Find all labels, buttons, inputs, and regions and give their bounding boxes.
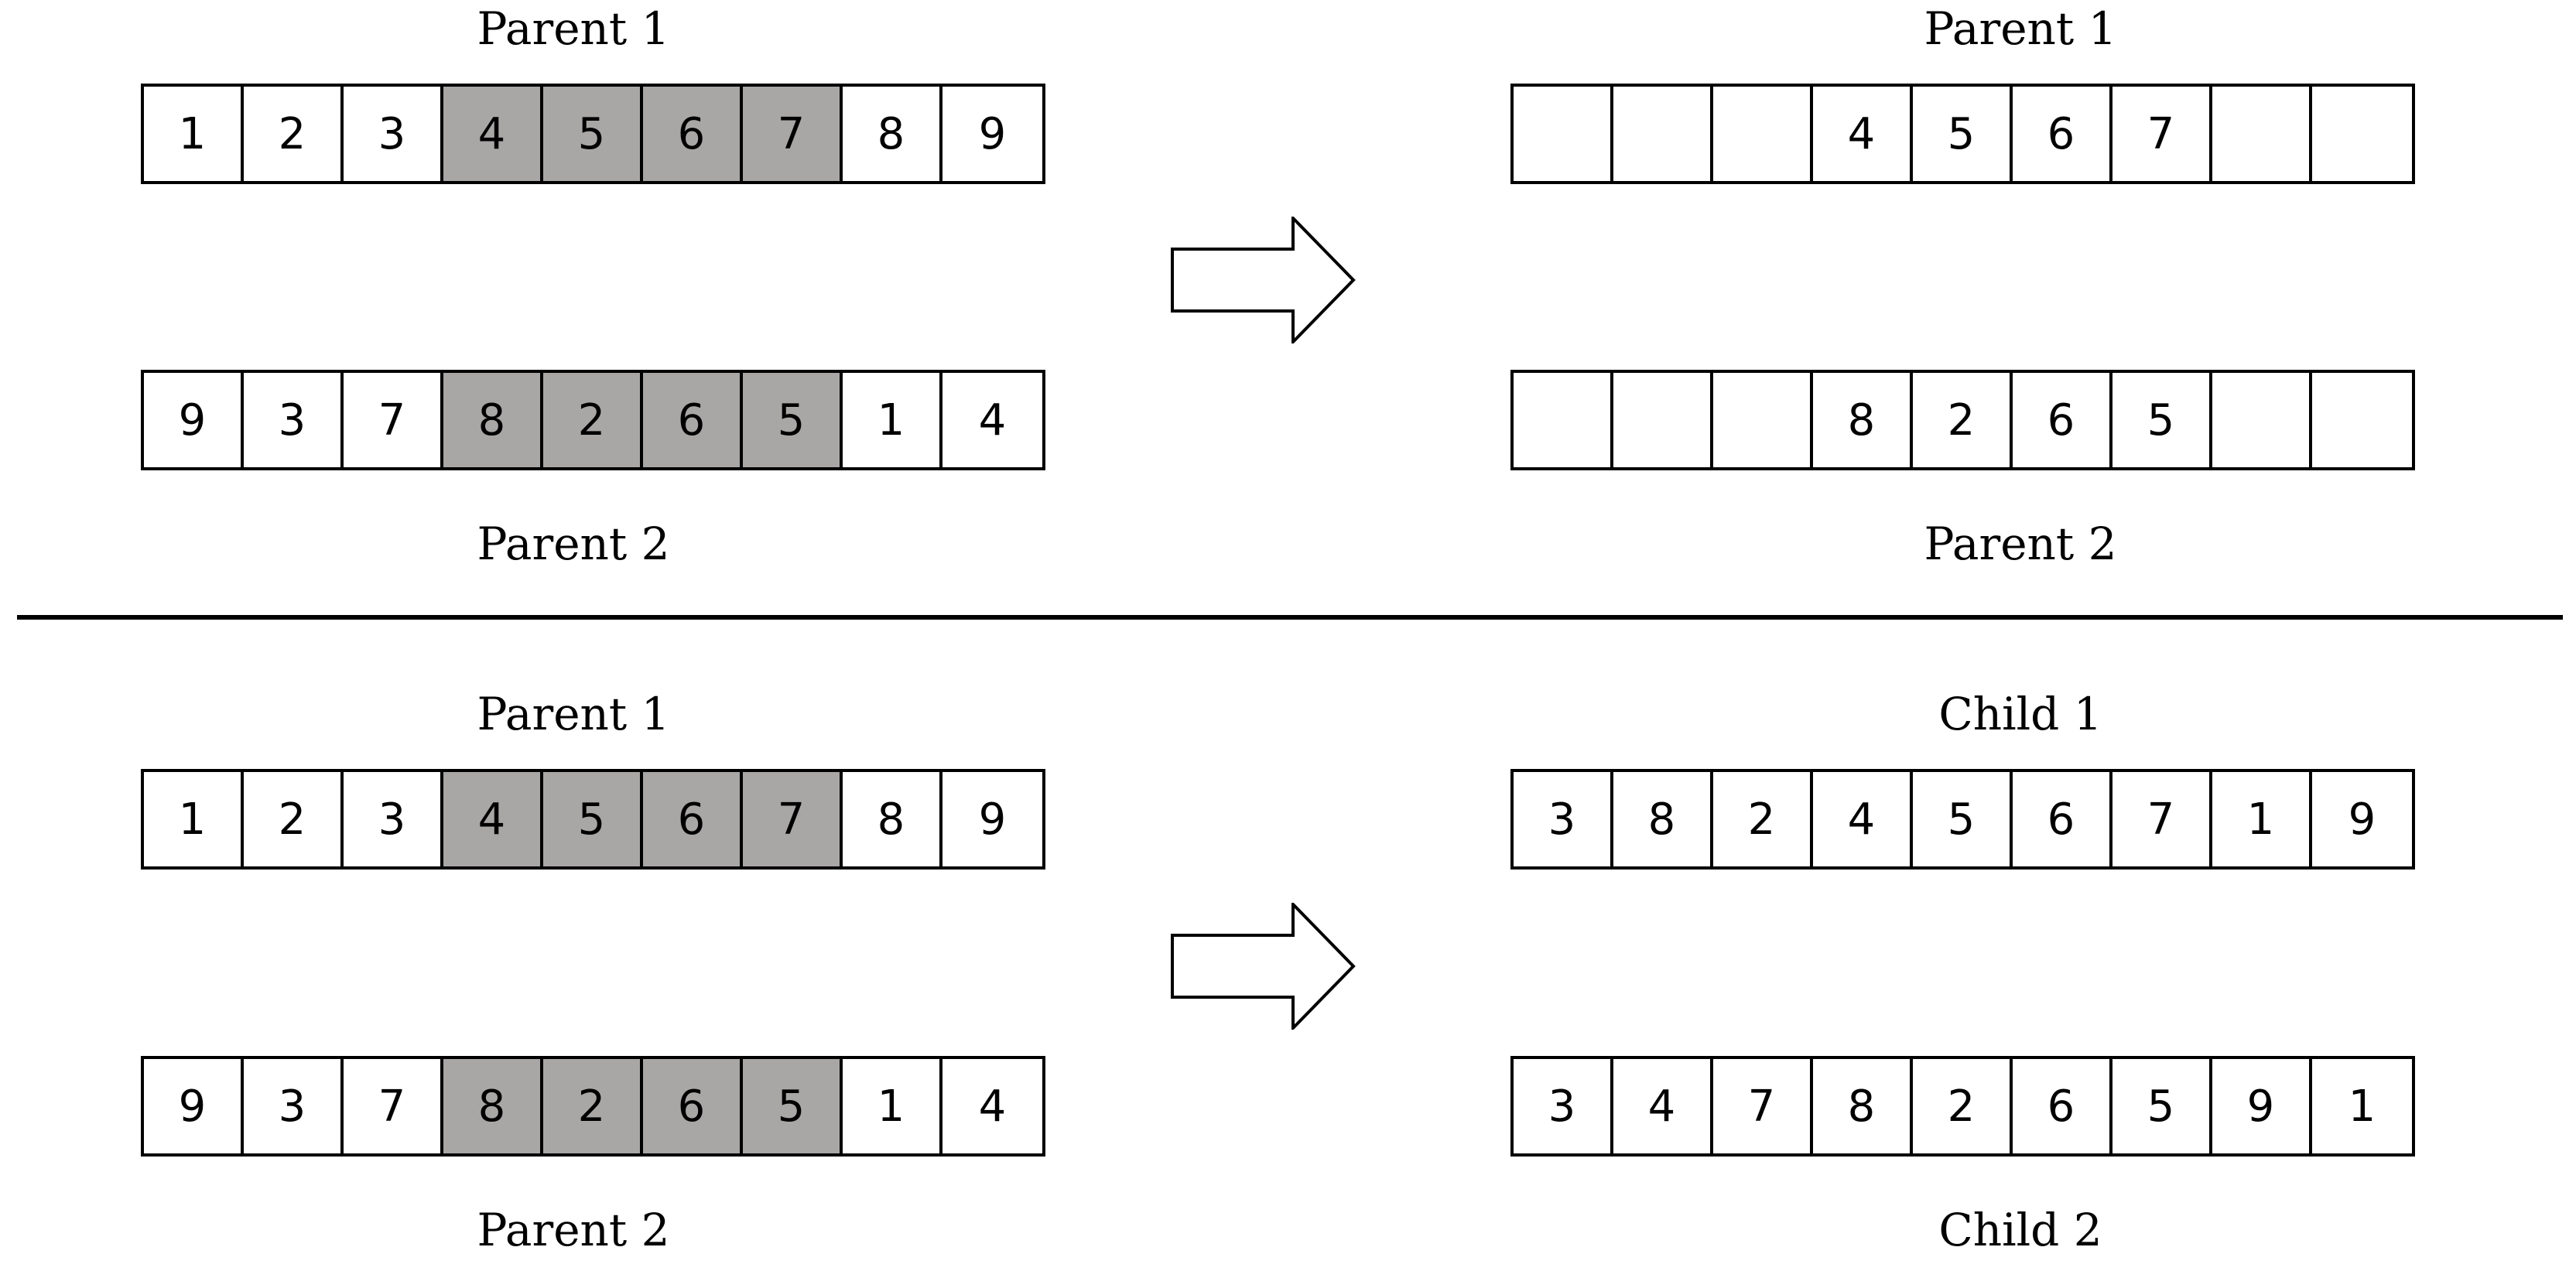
gene-cell: 4 bbox=[1813, 87, 1913, 181]
panel2-right-top-label: Child 1 bbox=[1938, 688, 2102, 740]
gene-cell: 5 bbox=[743, 373, 843, 467]
gene-cell: 6 bbox=[643, 1059, 743, 1153]
gene-cell bbox=[1713, 373, 1813, 467]
panel1-right-top-label: Parent 1 bbox=[1924, 2, 2117, 55]
section-divider bbox=[17, 615, 2563, 620]
child2-chromosome: 3 4 7 8 2 6 5 9 1 bbox=[1510, 1056, 2415, 1157]
panel1-right-bottom-label: Parent 2 bbox=[1924, 518, 2117, 570]
gene-cell: 1 bbox=[144, 87, 244, 181]
gene-cell: 2 bbox=[543, 1059, 643, 1153]
gene-cell: 7 bbox=[743, 772, 843, 866]
panel2-right-bottom-label: Child 2 bbox=[1938, 1204, 2102, 1256]
gene-cell: 6 bbox=[2013, 1059, 2112, 1153]
gene-cell: 6 bbox=[643, 772, 743, 866]
gene-cell bbox=[1613, 373, 1713, 467]
gene-cell: 2 bbox=[1913, 1059, 2013, 1153]
gene-cell bbox=[2212, 87, 2312, 181]
gene-cell bbox=[1613, 87, 1713, 181]
gene-cell: 1 bbox=[843, 1059, 942, 1153]
panel1-parent2-chromosome: 9 3 7 8 2 6 5 1 4 bbox=[141, 370, 1045, 470]
panel2-parent1-chromosome: 1 2 3 4 5 6 7 8 9 bbox=[141, 769, 1045, 870]
panel2-left-top-label: Parent 1 bbox=[477, 688, 670, 740]
gene-cell: 5 bbox=[2112, 1059, 2212, 1153]
gene-cell: 6 bbox=[2013, 772, 2112, 866]
gene-cell: 6 bbox=[2013, 87, 2112, 181]
gene-cell bbox=[1713, 87, 1813, 181]
gene-cell: 4 bbox=[1813, 772, 1913, 866]
gene-cell: 5 bbox=[543, 772, 643, 866]
gene-cell bbox=[2212, 373, 2312, 467]
gene-cell: 7 bbox=[743, 87, 843, 181]
right-arrow-icon bbox=[1171, 903, 1356, 1030]
gene-cell: 9 bbox=[978, 794, 1007, 845]
gene-cell: 4 bbox=[978, 1081, 1007, 1132]
gene-cell: 8 bbox=[1813, 373, 1913, 467]
gene-cell: 5 bbox=[543, 87, 643, 181]
gene-cell: 1 bbox=[2348, 1081, 2376, 1132]
gene-cell: 6 bbox=[643, 373, 743, 467]
gene-cell: 8 bbox=[843, 772, 942, 866]
child1-chromosome: 3 8 2 4 5 6 7 1 9 bbox=[1510, 769, 2415, 870]
gene-cell: 6 bbox=[2013, 373, 2112, 467]
panel2-parent2-chromosome: 9 3 7 8 2 6 5 1 4 bbox=[141, 1056, 1045, 1157]
gene-cell: 4 bbox=[978, 395, 1007, 446]
gene-cell: 7 bbox=[2112, 772, 2212, 866]
gene-cell: 9 bbox=[2348, 794, 2376, 845]
gene-cell: 7 bbox=[2112, 87, 2212, 181]
gene-cell: 3 bbox=[344, 772, 443, 866]
gene-cell: 9 bbox=[144, 1059, 244, 1153]
gene-cell: 3 bbox=[244, 373, 344, 467]
gene-cell: 7 bbox=[344, 1059, 443, 1153]
panel1-left-bottom-label: Parent 2 bbox=[477, 518, 670, 570]
gene-cell: 1 bbox=[2212, 772, 2312, 866]
panel1-parent1-chromosome: 1 2 3 4 5 6 7 8 9 bbox=[141, 84, 1045, 184]
panel2-left-bottom-label: Parent 2 bbox=[477, 1204, 670, 1256]
gene-cell bbox=[1514, 87, 1613, 181]
gene-cell: 2 bbox=[244, 772, 344, 866]
gene-cell: 3 bbox=[1514, 1059, 1613, 1153]
gene-cell bbox=[2312, 87, 2412, 181]
gene-cell: 7 bbox=[344, 373, 443, 467]
gene-cell: 5 bbox=[2112, 373, 2212, 467]
gene-cell: 4 bbox=[1613, 1059, 1713, 1153]
right-arrow-icon bbox=[1171, 217, 1356, 343]
gene-cell: 8 bbox=[843, 87, 942, 181]
gene-cell: 2 bbox=[1713, 772, 1813, 866]
gene-cell: 2 bbox=[543, 373, 643, 467]
gene-cell: 9 bbox=[2212, 1059, 2312, 1153]
gene-cell: 5 bbox=[1913, 87, 2013, 181]
gene-cell: 9 bbox=[144, 373, 244, 467]
gene-cell: 6 bbox=[643, 87, 743, 181]
panel1-parent2-segment-chromosome: 8 2 6 5 bbox=[1510, 370, 2415, 470]
gene-cell: 2 bbox=[244, 87, 344, 181]
gene-cell: 8 bbox=[1813, 1059, 1913, 1153]
gene-cell: 3 bbox=[244, 1059, 344, 1153]
gene-cell: 5 bbox=[1913, 772, 2013, 866]
gene-cell: 3 bbox=[1514, 772, 1613, 866]
gene-cell: 1 bbox=[144, 772, 244, 866]
panel1-parent1-segment-chromosome: 4 5 6 7 bbox=[1510, 84, 2415, 184]
gene-cell: 7 bbox=[1713, 1059, 1813, 1153]
gene-cell: 3 bbox=[344, 87, 443, 181]
panel1-left-top-label: Parent 1 bbox=[477, 2, 670, 55]
gene-cell bbox=[2312, 373, 2412, 467]
gene-cell: 8 bbox=[443, 1059, 543, 1153]
gene-cell: 2 bbox=[1913, 373, 2013, 467]
gene-cell: 9 bbox=[978, 108, 1007, 159]
gene-cell: 1 bbox=[843, 373, 942, 467]
gene-cell: 8 bbox=[443, 373, 543, 467]
gene-cell: 5 bbox=[743, 1059, 843, 1153]
gene-cell: 4 bbox=[443, 772, 543, 866]
gene-cell: 8 bbox=[1613, 772, 1713, 866]
gene-cell bbox=[1514, 373, 1613, 467]
gene-cell: 4 bbox=[443, 87, 543, 181]
